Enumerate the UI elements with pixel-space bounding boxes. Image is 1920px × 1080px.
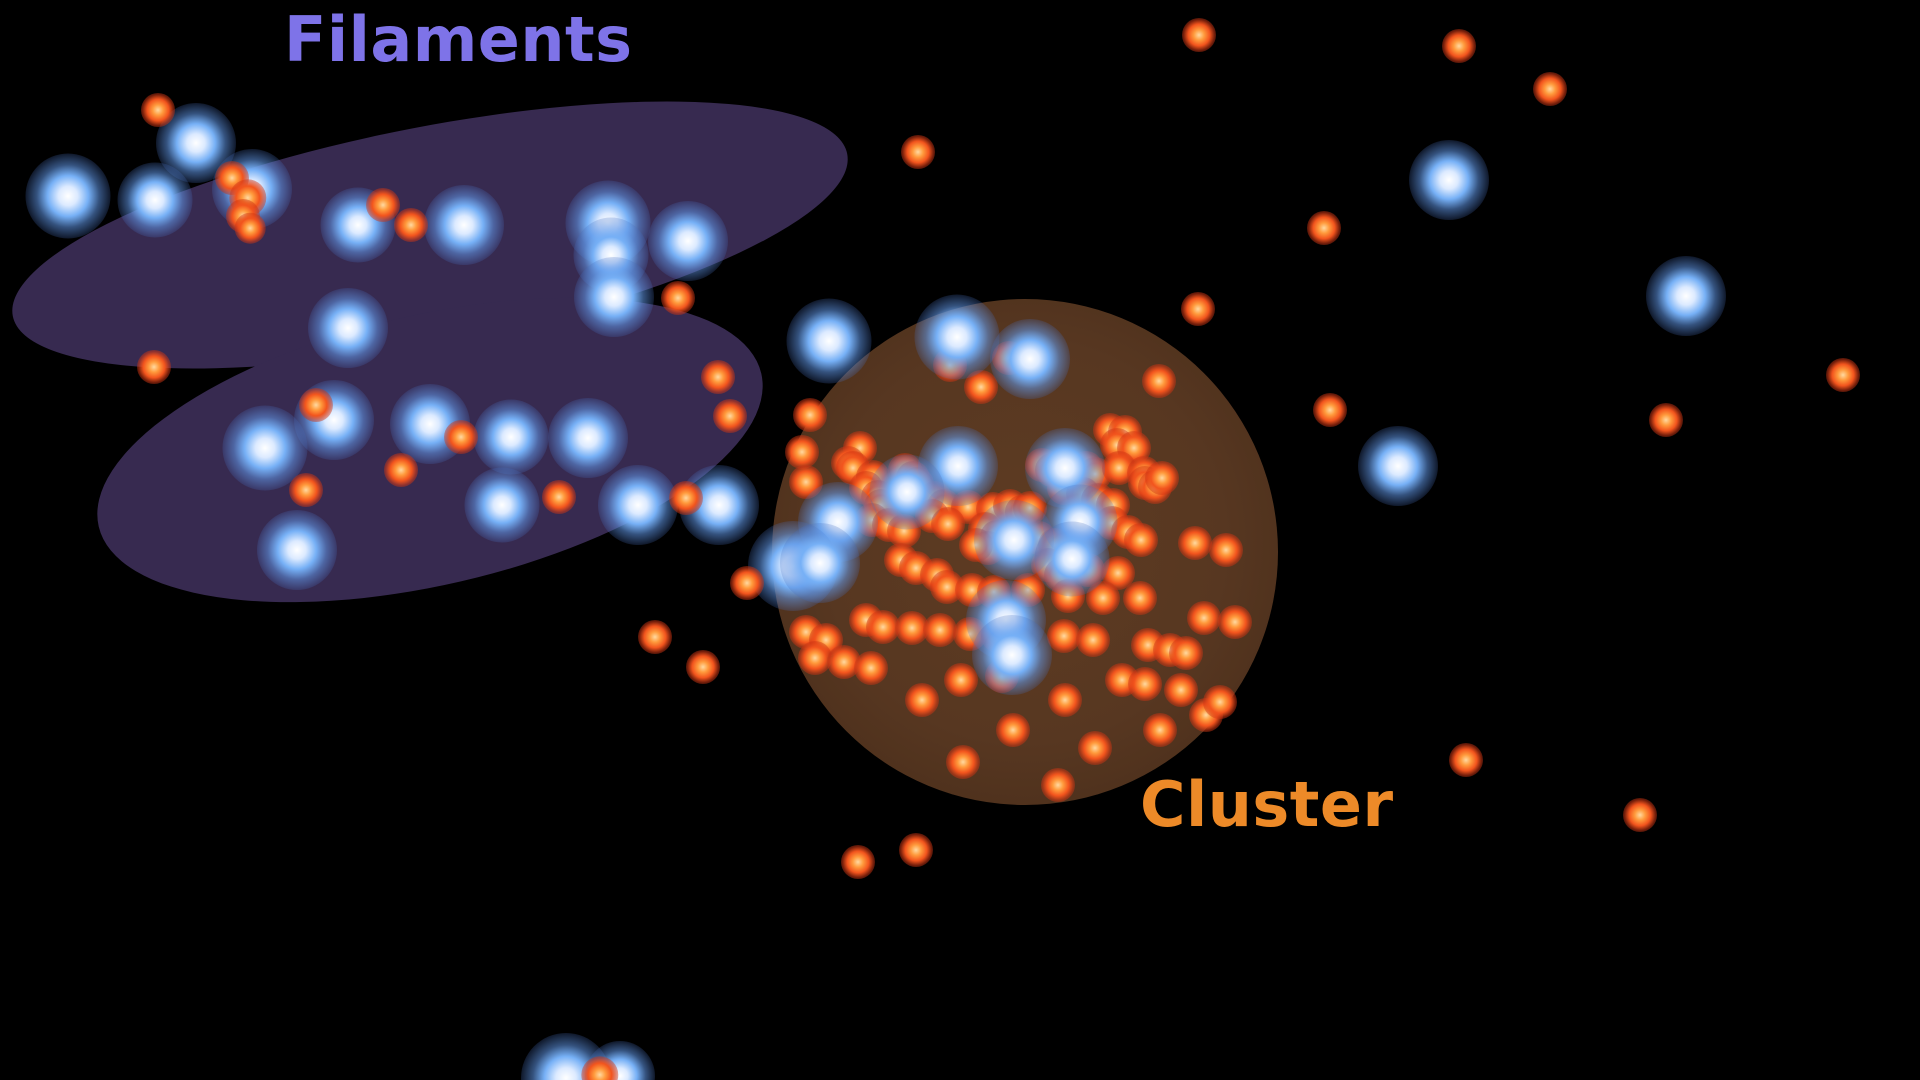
galaxy-red-filament-lower: [384, 453, 418, 487]
galaxy-red-field: [1449, 743, 1483, 777]
galaxy-red-filament-upper: [366, 188, 400, 222]
galaxy-red-cluster: [946, 745, 980, 779]
galaxy-red-field: [1533, 72, 1567, 106]
galaxy-blue-filament-lower: [464, 467, 540, 543]
galaxy-red-filament-lower: [289, 473, 323, 507]
galaxy-blue-cluster: [990, 319, 1070, 399]
galaxy-blue-filament-lower: [548, 398, 628, 478]
galaxy-red-filament-lower: [299, 388, 333, 422]
galaxy-blue-cluster: [869, 454, 945, 530]
galaxy-blue-field: [1358, 426, 1438, 506]
galaxy-blue-filament-upper: [786, 298, 872, 384]
galaxy-red-cluster: [944, 663, 978, 697]
galaxy-red-field: [1181, 292, 1215, 326]
galaxy-red-field: [1182, 18, 1216, 52]
galaxy-blue-cluster: [914, 294, 1000, 380]
galaxy-red-field: [1649, 403, 1683, 437]
filaments-label: Filaments: [284, 3, 633, 76]
galaxy-blue-filament-lower: [473, 399, 549, 475]
galaxy-red-cluster: [1142, 364, 1176, 398]
galaxy-red-cluster: [1124, 523, 1158, 557]
galaxy-red-field: [841, 845, 875, 879]
galaxy-red-filament-upper: [141, 93, 175, 127]
galaxy-red-field: [730, 566, 764, 600]
galaxy-blue-field: [1646, 256, 1726, 336]
galaxy-red-cluster: [1047, 619, 1081, 653]
galaxy-red-field: [1442, 29, 1476, 63]
galaxy-red-field: [1313, 393, 1347, 427]
galaxy-blue-filament-lower: [308, 288, 388, 368]
galaxy-red-cluster: [1187, 601, 1221, 635]
galaxy-red-filament-upper: [394, 208, 428, 242]
galaxy-blue-filament-lower: [222, 405, 308, 491]
galaxy-red-field: [901, 135, 935, 169]
galaxy-blue-filament-upper: [424, 185, 504, 265]
galaxy-red-cluster: [996, 713, 1030, 747]
galaxy-red-cluster: [1076, 623, 1110, 657]
galaxy-red-field: [686, 650, 720, 684]
galaxy-red-cluster: [1203, 685, 1237, 719]
galaxy-red-filament-lower: [444, 420, 478, 454]
galaxy-red-cluster: [1048, 683, 1082, 717]
galaxy-red-cluster: [1078, 731, 1112, 765]
galaxy-red-cluster: [1143, 713, 1177, 747]
galaxy-red-field: [713, 399, 747, 433]
galaxy-red-field: [1826, 358, 1860, 392]
galaxy-red-cluster: [1169, 636, 1203, 670]
galaxy-red-cluster: [1164, 673, 1198, 707]
galaxy-blue-filament-upper: [648, 201, 728, 281]
cluster-label: Cluster: [1140, 768, 1394, 841]
galaxy-red-cluster: [1209, 533, 1243, 567]
galaxy-blue-field: [1409, 140, 1489, 220]
galaxy-red-filament-lower: [137, 350, 171, 384]
galaxy-red-cluster: [1128, 667, 1162, 701]
galaxy-red-cluster: [793, 398, 827, 432]
galaxy-red-edge: [581, 1056, 619, 1080]
galaxy-blue-filament-lower: [257, 510, 337, 590]
galaxy-red-cluster: [1123, 581, 1157, 615]
galaxy-blue-cluster: [972, 615, 1052, 695]
galaxy-red-field: [701, 360, 735, 394]
galaxy-red-field: [899, 833, 933, 867]
galaxy-red-filament-lower: [669, 481, 703, 515]
galaxy-red-cluster: [1218, 605, 1252, 639]
galaxy-blue-filament-upper: [25, 153, 111, 239]
galaxy-red-filament-upper: [661, 281, 695, 315]
galaxy-red-cluster: [1041, 768, 1075, 802]
galaxy-red-field: [1307, 211, 1341, 245]
galaxy-red-filament-upper: [234, 212, 266, 244]
galaxy-red-field: [638, 620, 672, 654]
galaxy-red-field: [1623, 798, 1657, 832]
galaxy-blue-filament-upper: [574, 257, 654, 337]
galaxy-blue-filament-lower: [598, 465, 678, 545]
galaxy-red-cluster: [866, 610, 900, 644]
galaxy-red-cluster: [1145, 461, 1179, 495]
galaxy-red-cluster: [785, 435, 819, 469]
galaxy-red-filament-lower: [542, 480, 576, 514]
galaxy-red-cluster: [905, 683, 939, 717]
galaxy-red-cluster: [923, 613, 957, 647]
galaxy-blue-filament-upper: [117, 162, 193, 238]
galaxy-red-cluster: [854, 651, 888, 685]
galaxy-red-cluster: [1178, 526, 1212, 560]
galaxy-red-cluster: [798, 641, 832, 675]
galaxy-blue-cluster: [1034, 521, 1110, 597]
galaxy-blue-cluster: [780, 523, 860, 603]
